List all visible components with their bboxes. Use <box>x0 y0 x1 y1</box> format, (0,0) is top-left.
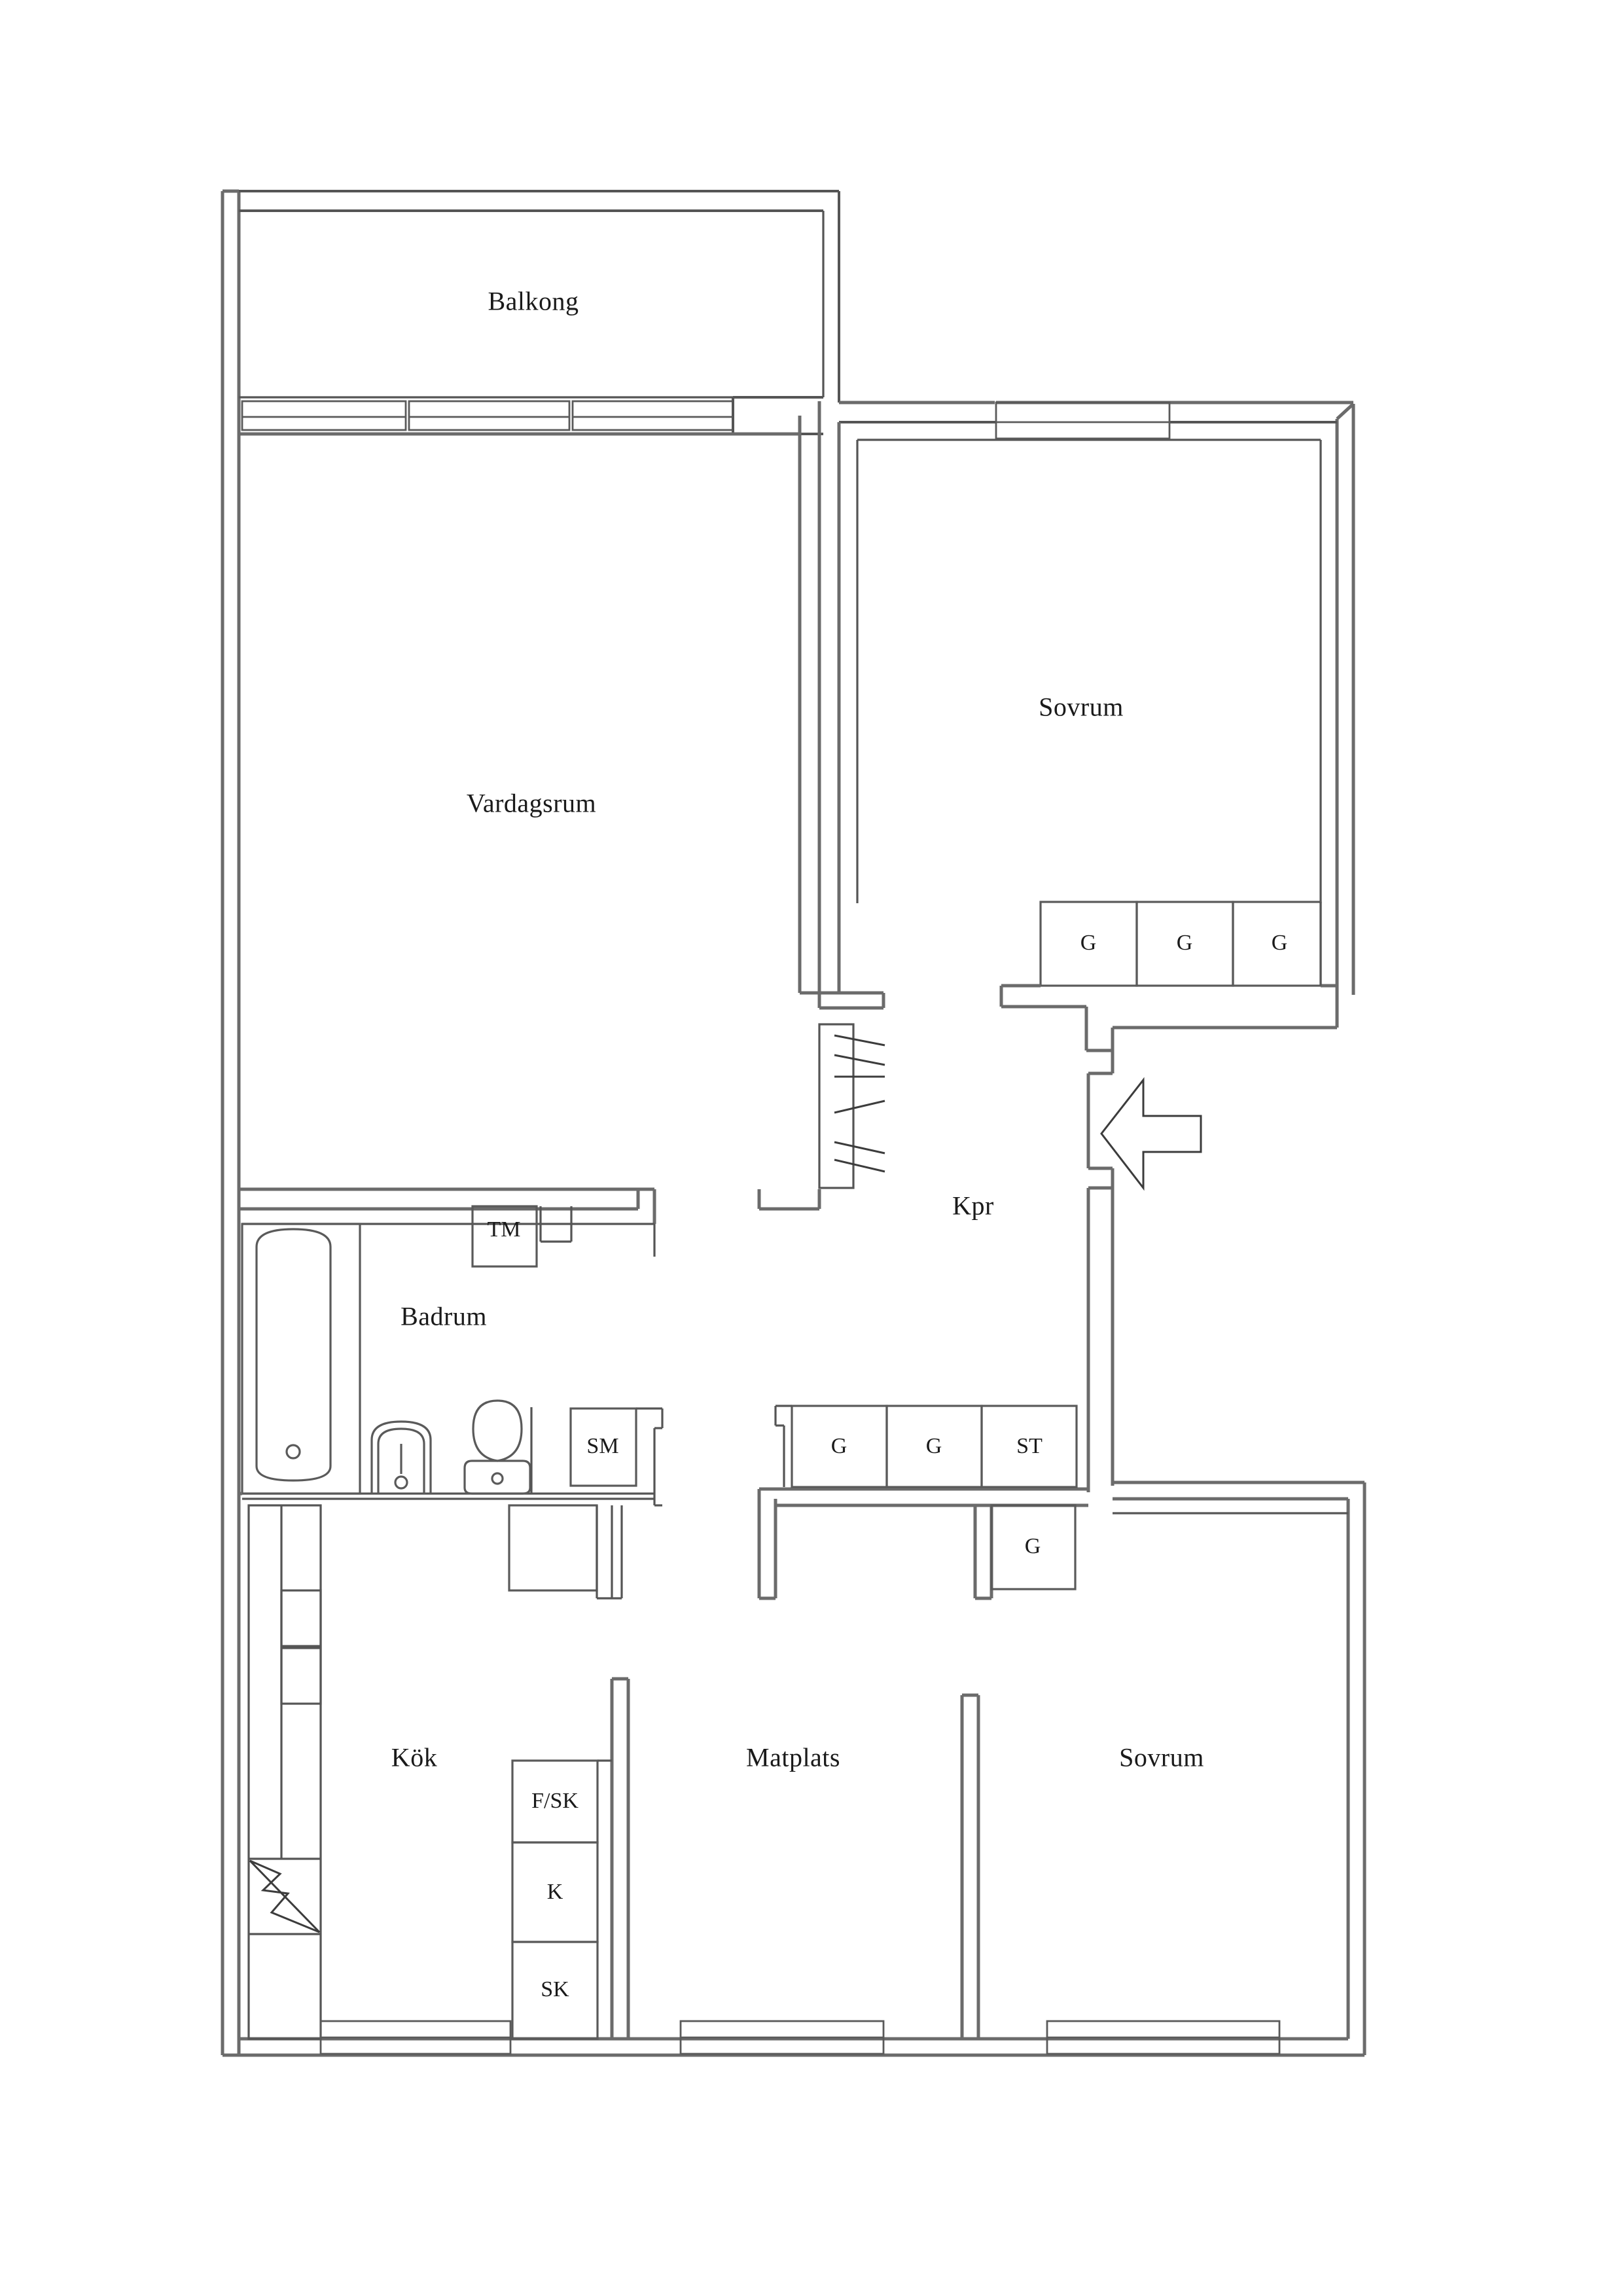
coat-hook-rail-icon <box>818 1023 885 1189</box>
washing-machine-box[interactable] <box>569 1407 664 1507</box>
room-label-kpr: Kpr <box>952 1191 994 1221</box>
bedroom-top-window[interactable] <box>995 401 1171 440</box>
fixture-label-tumble-dryer: TM <box>487 1217 521 1242</box>
fixture-label-wardrobe-bedroom-3: G <box>1271 931 1288 955</box>
fixture-label-cabinet: SK <box>541 1977 569 2001</box>
fixture-label-wardrobe-hall-2: G <box>925 1434 942 1458</box>
fixture-label-wardrobe-bedroom-1: G <box>1080 931 1097 955</box>
bedroom-bottom-walls <box>960 1512 1348 2039</box>
kitchen-appliance-stack[interactable] <box>511 1759 612 2040</box>
balcony-outline <box>239 190 840 403</box>
fixture-label-wardrobe-hall-3: G <box>1024 1534 1041 1558</box>
fixture-label-stove: K <box>546 1880 563 1904</box>
fixture-label-storage-hall: ST <box>1016 1434 1043 1458</box>
room-label-sovrum-bottom: Sovrum <box>1119 1742 1204 1772</box>
fixture-label-wardrobe-hall-1: G <box>830 1434 847 1458</box>
hall-living-room-jamb <box>757 991 885 1211</box>
bedroom-bottom-window[interactable] <box>1046 2020 1281 2055</box>
fixture-label-washing-machine: SM <box>586 1434 619 1458</box>
hall-walls <box>1086 1050 1364 1501</box>
hall-closet-row[interactable] <box>774 1405 1078 1488</box>
kitchen-walls <box>239 1492 654 2040</box>
room-label-sovrum-top: Sovrum <box>1039 692 1124 722</box>
dining-window[interactable] <box>679 2020 885 2055</box>
entrance-arrow-icon <box>1100 1077 1202 1191</box>
kitchen-east-wall <box>610 1505 630 2039</box>
bathtub-icon <box>241 1223 361 1495</box>
outer-wall-bottom <box>223 2037 1364 2057</box>
room-label-kok: Kök <box>391 1742 438 1772</box>
outer-wall-left <box>221 189 241 2057</box>
room-label-matplats: Matplats <box>746 1742 840 1772</box>
kitchen-window[interactable] <box>319 2020 512 2055</box>
washbasin-icon <box>370 1420 432 1494</box>
living-room-south-wall <box>239 1189 656 1224</box>
lightning-bolt-icon <box>249 1859 321 1933</box>
room-label-badrum: Badrum <box>401 1301 487 1331</box>
fixture-label-fridge-freezer: F/SK <box>531 1789 579 1813</box>
outer-wall-right <box>1335 403 1366 2055</box>
room-label-vardagsrum: Vardagsrum <box>466 788 597 818</box>
fixture-label-wardrobe-bedroom-2: G <box>1176 931 1193 955</box>
toilet-icon <box>463 1399 533 1495</box>
hall-closet-box[interactable] <box>508 1504 623 1600</box>
bedroom-south-wall <box>999 902 1339 1052</box>
hall-closet-lower[interactable] <box>990 1504 1077 1590</box>
balcony-door-assembly[interactable] <box>239 396 823 435</box>
tumble-dryer-box[interactable] <box>471 1205 573 1268</box>
room-label-balkong: Balkong <box>488 286 579 316</box>
living-room-walls <box>239 401 821 1191</box>
